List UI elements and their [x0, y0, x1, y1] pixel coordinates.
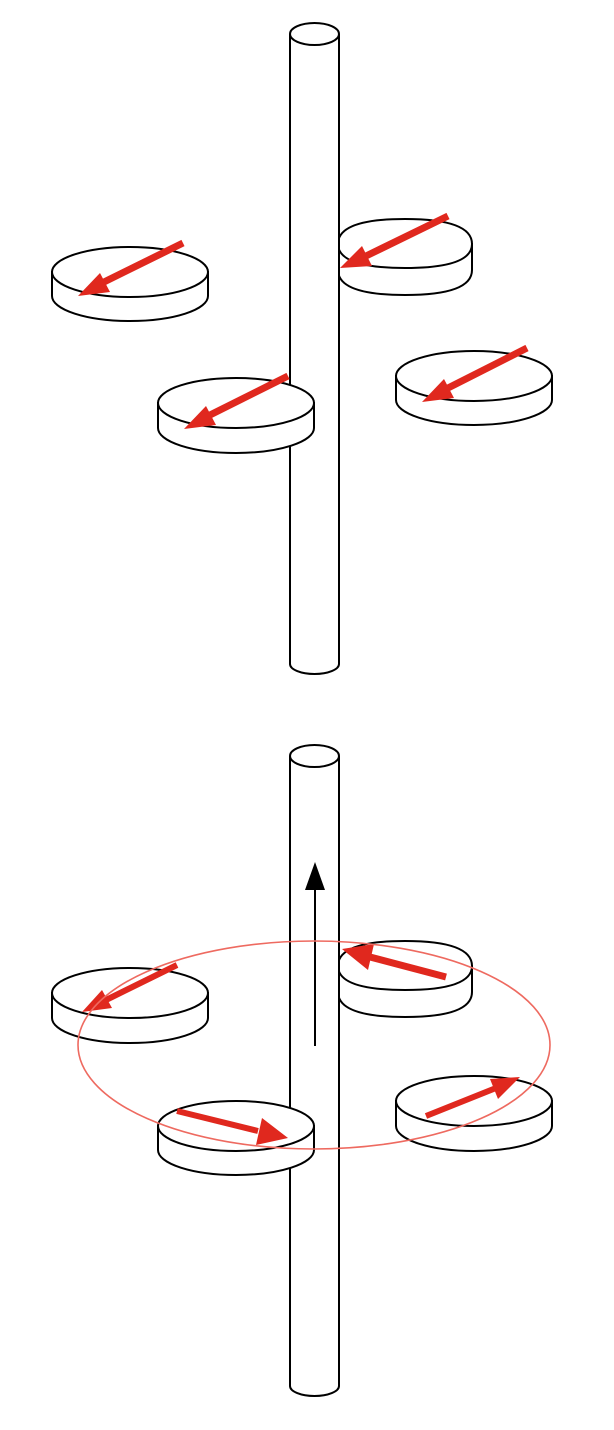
needle-arrow-icon — [184, 372, 290, 429]
wire-top — [289, 22, 340, 675]
panel-no-current — [51, 22, 553, 675]
compass-top-right — [395, 344, 553, 426]
wire-bottom — [289, 744, 340, 1397]
magnetic-field-loop — [77, 940, 551, 1150]
needle-arrow-icon — [82, 962, 179, 1012]
current-arrow-icon — [305, 862, 325, 1046]
panel-with-current — [51, 744, 553, 1397]
needle-arrow-icon — [176, 1108, 288, 1145]
compass-bottom-left — [51, 962, 209, 1044]
compass-top-back — [336, 212, 474, 297]
needle-arrow-icon — [422, 344, 529, 402]
compass-top-left — [51, 239, 209, 322]
needle-arrow-icon — [342, 944, 447, 981]
needle-arrow-icon — [424, 1077, 520, 1119]
needle-arrow-icon — [78, 239, 185, 296]
compass-bottom-back — [336, 939, 474, 1019]
needle-arrow-icon — [340, 212, 450, 268]
compass-bottom-front — [157, 1100, 315, 1176]
compass-top-front — [157, 372, 315, 454]
compass-bottom-right — [395, 1075, 553, 1152]
